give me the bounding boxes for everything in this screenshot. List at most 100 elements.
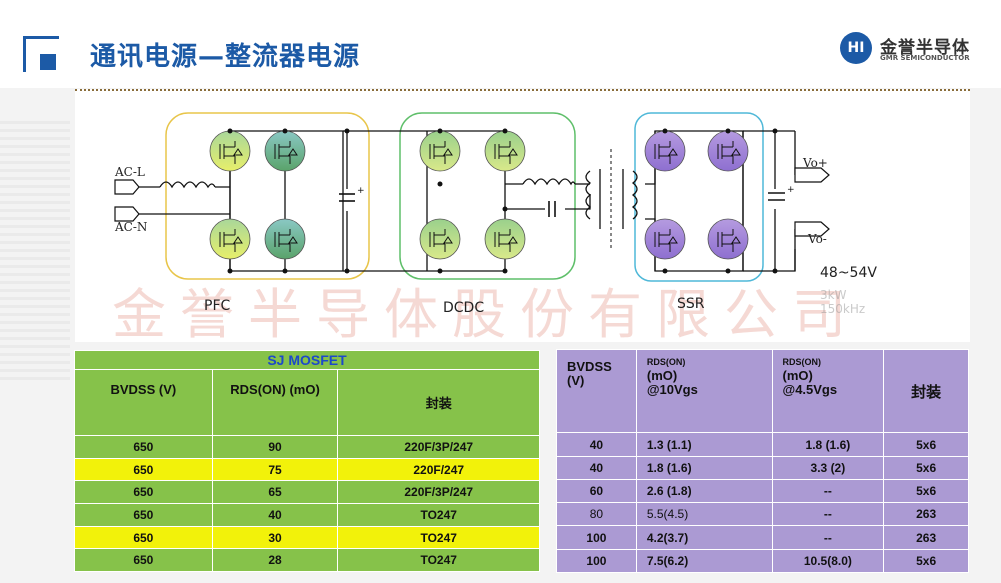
slide-header: 通讯电源—整流器电源 HI 金誉半导体 GMR SEMICONDUCTOR (0, 0, 1001, 88)
cell-bvdss: 60 (556, 478, 637, 504)
cell-rds: 75 (211, 457, 339, 482)
cell-bvdss: 650 (74, 457, 213, 482)
output-capacitor (768, 192, 785, 201)
cell-rds45: 10.5(8.0) (771, 548, 885, 574)
header-rds-10v: RDS(ON) (mO) @10Vgs (635, 348, 773, 434)
header-rds: RDS(ON) (mO) (211, 369, 339, 437)
power-watermark: 3kW (820, 288, 847, 302)
dcdc-capacitor (548, 201, 556, 217)
vo-minus-label: Vo- (808, 232, 827, 246)
cell-rds: 40 (211, 503, 339, 527)
cell-rds45: -- (771, 502, 885, 527)
cell-bvdss: 40 (556, 455, 637, 480)
header-bvdss: BVDSS(V) (556, 348, 637, 434)
company-logo-icon: HI (840, 32, 872, 64)
pfc-inductor (159, 181, 216, 189)
cell-rds10: 1.3 (1.1) (635, 432, 773, 457)
cell-bvdss: 100 (556, 525, 637, 550)
header-bvdss: BVDSS (V) (74, 369, 213, 437)
dcdc-block (399, 112, 576, 280)
rds10-condition: @10Vgs (646, 382, 698, 397)
mosfet-dcdc (419, 130, 526, 260)
cell-pkg: 5x6 (883, 548, 969, 574)
rds45-unit: (mO) (782, 368, 813, 383)
cell-rds10: 1.8 (1.6) (635, 455, 773, 480)
cell-bvdss: 650 (74, 435, 213, 459)
frequency-watermark: 150kHz (820, 302, 866, 316)
cell-bvdss: 650 (74, 480, 213, 505)
rds10-unit: (mO) (646, 368, 678, 383)
dcdc-label: DCDC (443, 300, 485, 316)
cell-bvdss: 650 (74, 503, 213, 527)
slide-title: 通讯电源—整流器电源 (90, 42, 361, 72)
cell-bvdss: 40 (556, 432, 637, 457)
cell-pkg: 220F/3P/247 (337, 480, 540, 505)
pfc-block (165, 112, 370, 280)
cell-rds45: -- (771, 478, 885, 504)
cell-rds45: 3.3 (2) (771, 455, 885, 480)
circuit-panel (75, 89, 970, 342)
pfc-capacitor (339, 193, 355, 202)
company-name-en: GMR SEMICONDUCTOR (880, 54, 970, 62)
cell-pkg: TO247 (337, 548, 540, 572)
cell-pkg: 263 (883, 502, 969, 527)
ac-l-terminal (114, 179, 140, 195)
sj-mosfet-title: SJ MOSFET (74, 349, 540, 371)
voltage-label: 48~54V (820, 265, 877, 281)
cell-pkg: 263 (883, 525, 969, 550)
vo-plus-label: Vo+ (803, 156, 828, 170)
cell-pkg: TO247 (337, 503, 540, 527)
ac-n-label: AC-N (115, 220, 148, 234)
company-name: 金誉半导体 (880, 38, 970, 58)
cell-pkg: 5x6 (883, 455, 969, 480)
cell-pkg: TO247 (337, 525, 540, 550)
cell-rds45: -- (771, 525, 885, 550)
svg-text:+: + (357, 186, 365, 196)
vo-plus-terminal (794, 167, 830, 183)
corner-square (40, 54, 56, 70)
mosfet-pfc (209, 130, 306, 260)
cell-pkg: 220F/247 (337, 457, 540, 482)
ac-n-terminal (114, 206, 140, 222)
lv-mosfet-table: BVDSS(V) RDS(ON) (mO) @10Vgs RDS(ON) (mO… (556, 348, 969, 574)
cell-bvdss: 650 (74, 548, 213, 572)
cell-rds10: 4.2(3.7) (635, 525, 773, 550)
header-rds-4v5: RDS(ON) (mO) @4.5Vgs (771, 348, 885, 434)
cell-bvdss: 80 (556, 502, 637, 527)
cell-rds10: 5.5(4.5) (635, 502, 773, 527)
pfc-label: PFC (204, 298, 231, 314)
vo-minus-terminal (794, 221, 830, 237)
cell-pkg: 5x6 (883, 432, 969, 457)
cell-rds45: 1.8 (1.6) (771, 432, 885, 457)
rds10-subtitle: RDS(ON) (646, 357, 686, 367)
cell-rds: 30 (211, 525, 339, 550)
rds45-condition: @4.5Vgs (782, 382, 838, 397)
header-package: 封装 (337, 369, 540, 437)
bvdss-unit: (V) (567, 373, 585, 388)
ac-l-label: AC-L (115, 165, 145, 179)
dcdc-inductor (522, 178, 576, 186)
ssr-label: SSR (677, 296, 705, 312)
cell-rds: 65 (211, 480, 339, 505)
background-decoration (0, 120, 70, 380)
cell-pkg: 220F/3P/247 (337, 435, 540, 459)
bvdss-text: BVDSS (567, 359, 612, 374)
cell-bvdss: 100 (556, 548, 637, 574)
corner-decoration (23, 36, 59, 72)
mosfet-ssr (644, 130, 749, 260)
rds45-subtitle: RDS(ON) (782, 357, 822, 367)
circuit-diagram: + + (114, 112, 830, 282)
